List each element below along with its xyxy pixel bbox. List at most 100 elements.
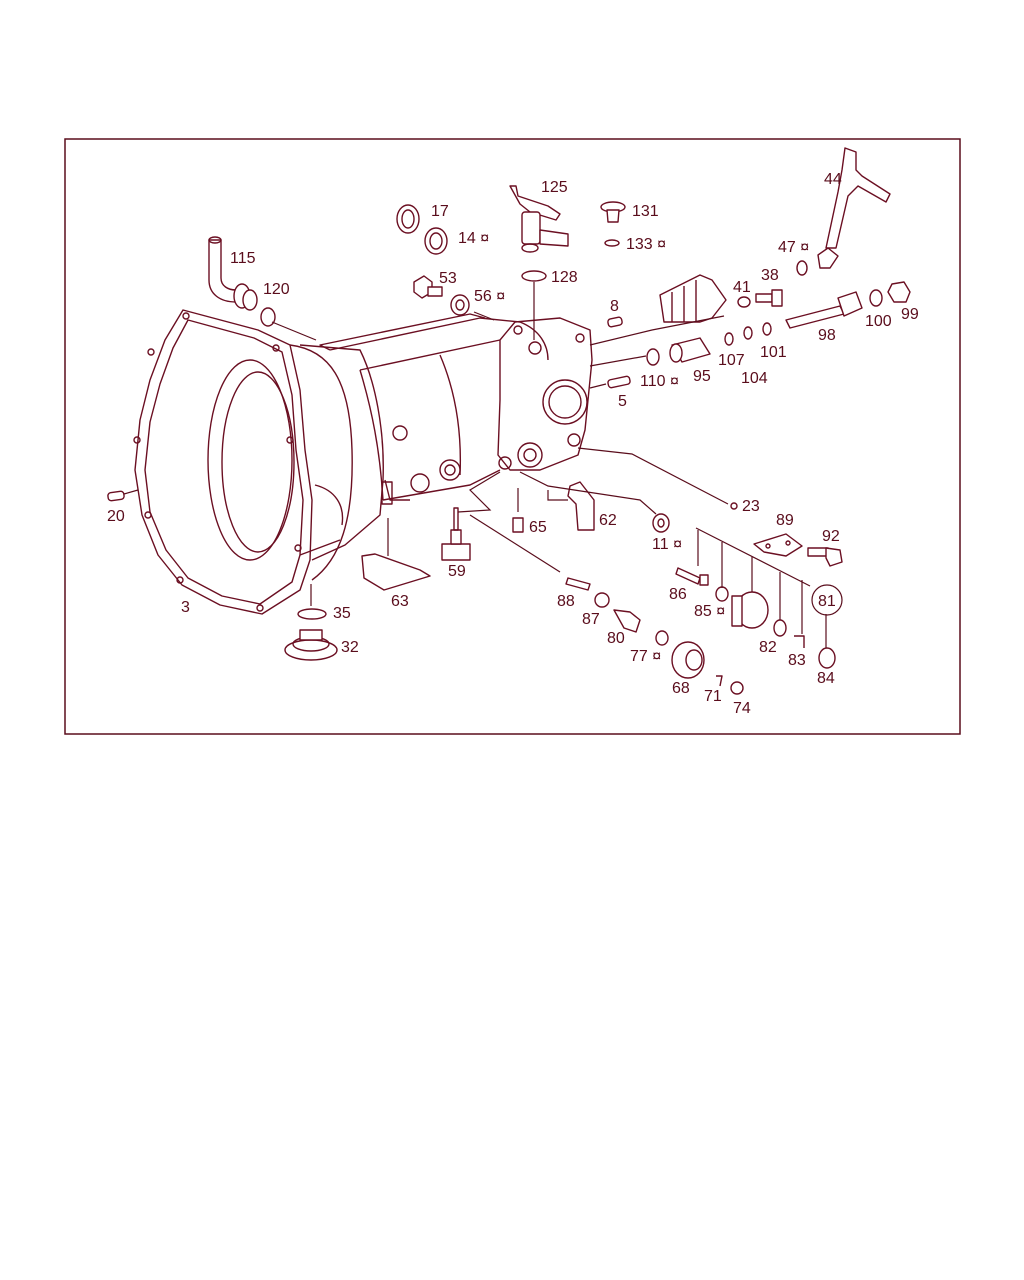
part-labels: 3 5 8 11 ¤ 14 ¤ 17 20 23 32 35 38 41 44 … [107,171,919,717]
part-77-ring [655,630,669,646]
label-14: 14 ¤ [458,230,489,247]
part-85-ring [715,586,729,602]
part-71-pin [716,675,723,687]
label-38: 38 [761,267,779,284]
part-110-ring [646,348,660,366]
label-107: 107 [718,352,745,369]
label-131: 131 [632,203,659,220]
part-11-seal [652,513,670,533]
part-41-boot [659,274,727,323]
part-14-seal [424,227,448,255]
label-115: 115 [230,250,256,267]
label-8: 8 [610,298,619,315]
label-53: 53 [439,270,457,287]
label-32: 32 [341,639,359,656]
label-74: 74 [733,700,751,717]
label-92: 92 [822,528,840,545]
label-100: 100 [865,313,892,330]
part-95-sleeve [669,337,711,363]
part-107-ring [724,332,734,346]
part-98-shaft [785,291,863,329]
part-44-selector-arm [817,147,891,269]
part-81-switch-housing [731,591,769,629]
label-120: 120 [263,281,290,298]
part-56-seal [450,294,470,316]
part-32-cover [284,629,338,661]
label-56: 56 ¤ [474,288,505,305]
part-80-plunger [613,609,641,633]
part-23-ball [730,502,738,510]
label-101: 101 [760,344,787,361]
part-47-ring [796,260,808,276]
label-62: 62 [599,512,617,529]
part-133-washer [604,239,620,247]
part-5-pin [607,375,631,389]
label-59: 59 [448,563,466,580]
label-17: 17 [431,203,449,220]
label-87: 87 [582,611,600,628]
part-20-pin [107,490,125,502]
part-120-ring [260,307,276,327]
part-17-seal [396,204,420,234]
label-71: 71 [704,688,722,705]
label-83: 83 [788,652,806,669]
label-3: 3 [181,599,190,616]
label-84: 84 [817,670,835,687]
part-100-ring [869,289,883,307]
part-128-seal-ring [521,270,547,282]
label-125: 125 [541,179,568,196]
part-38-bolt [755,289,783,307]
label-20: 20 [107,508,125,525]
label-133: 133 ¤ [626,236,666,253]
label-68: 68 [672,680,690,697]
part-74-cap [730,681,744,695]
part-115-tube [208,236,258,311]
label-63: 63 [391,593,409,610]
label-65: 65 [529,519,547,536]
part-131-plug [600,201,626,223]
part-101-ring [762,322,772,336]
label-104: 104 [741,370,768,387]
label-23: 23 [742,498,760,515]
part-8-pin [607,316,623,328]
part-68-switch [671,641,705,679]
label-86: 86 [669,586,687,603]
label-44: 44 [824,171,842,188]
label-80: 80 [607,630,625,647]
part-83-clip [794,635,805,648]
label-88: 88 [557,593,575,610]
label-47: 47 ¤ [778,239,809,256]
label-128: 128 [551,269,578,286]
part-59-mount [441,507,471,561]
label-5: 5 [618,393,627,410]
label-41: 41 [733,279,751,296]
diagram-border [64,138,961,735]
label-77: 77 ¤ [630,648,661,665]
part-99-nut [887,281,911,303]
part-65-plug [512,517,524,533]
label-89: 89 [776,512,794,529]
part-62-bracket [567,481,595,531]
leader-lines [123,282,843,648]
label-82: 82 [759,639,777,656]
label-35: 35 [333,605,351,622]
part-92-bolt [807,547,843,567]
label-98: 98 [818,327,836,344]
label-99: 99 [901,306,919,323]
part-53-bolt [413,275,443,299]
part-125-shift-lever [509,185,569,253]
label-81: 81 [818,593,836,610]
part-63-wedge [361,553,431,591]
part-84-cap [818,647,836,669]
label-110: 110 ¤ [640,373,679,390]
transmission-housing [133,309,593,615]
label-95: 95 [693,368,711,385]
label-11: 11 ¤ [652,536,682,553]
part-87-ring [594,592,610,608]
part-82-ring [773,619,787,637]
part-38-washer [737,296,751,308]
part-88-bolt [565,577,591,591]
part-89-plate [753,533,803,557]
part-104-ring [743,326,753,340]
